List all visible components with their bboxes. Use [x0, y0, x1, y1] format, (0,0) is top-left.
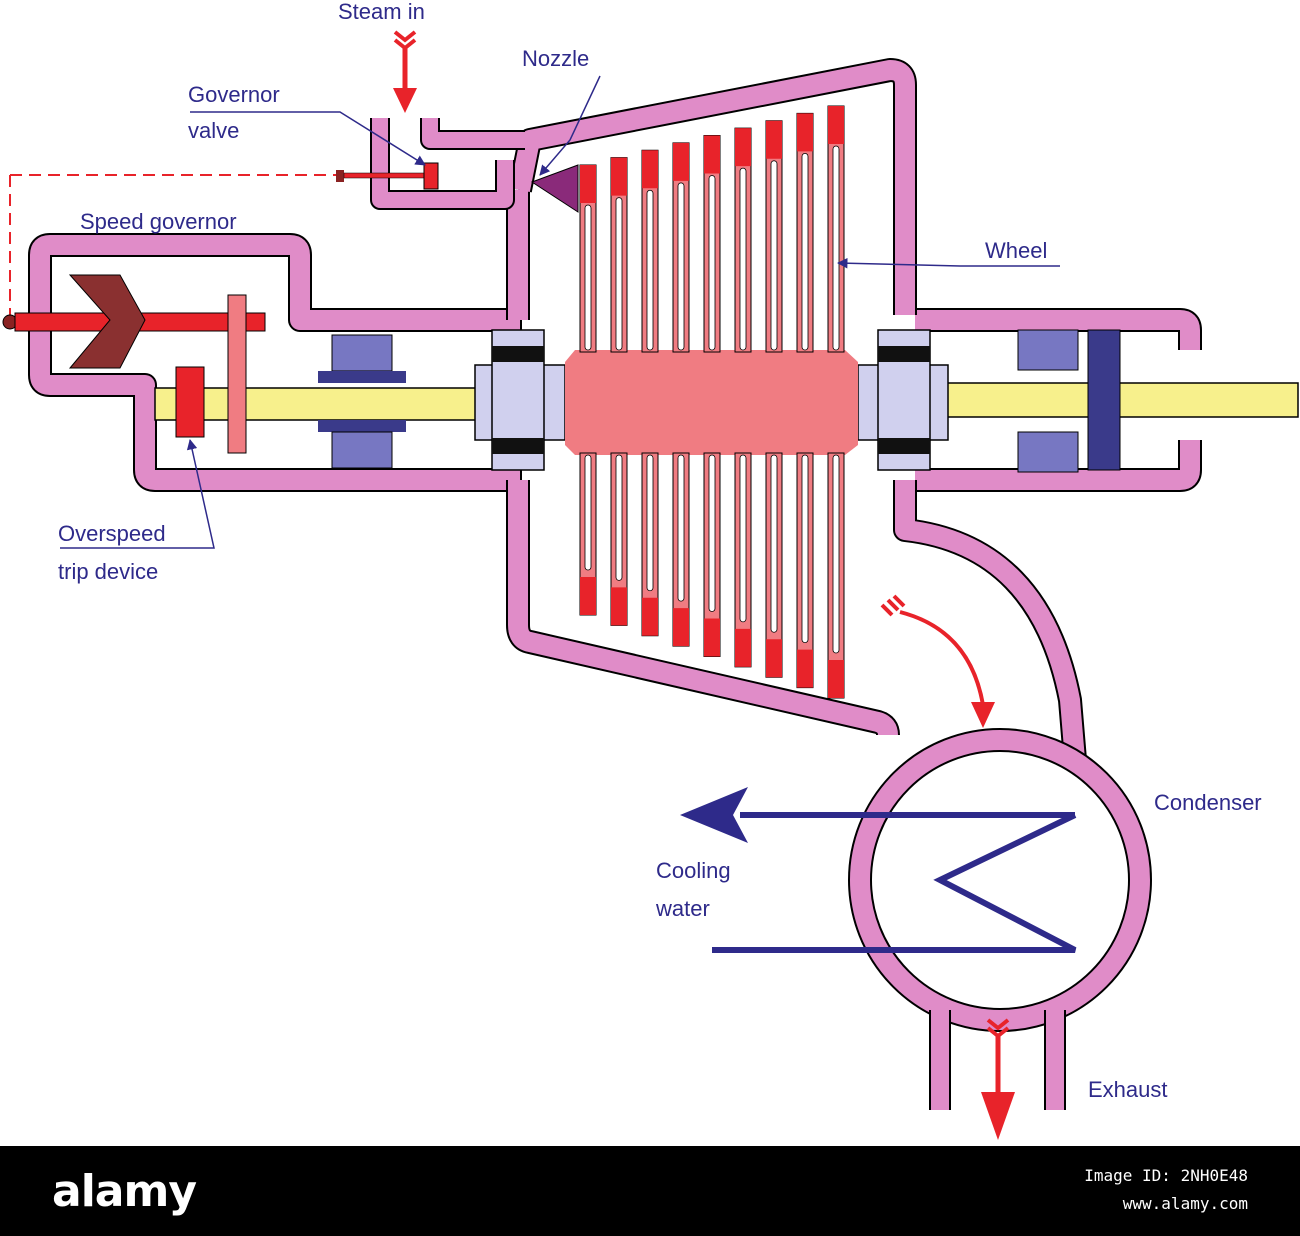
speed-governor: [2, 174, 340, 454]
blade-slot: [677, 454, 685, 602]
blade-tip-lower: [704, 618, 720, 657]
exhaust-label: Exhaust: [1088, 1077, 1168, 1102]
cooling-coil: [680, 787, 1077, 953]
blade-slot: [646, 189, 654, 351]
governor-valve: [336, 162, 439, 190]
blade-tip-upper: [704, 135, 720, 174]
blade-slot: [801, 152, 809, 351]
blade-slot: [646, 454, 654, 592]
steam-in-label: Steam in: [338, 0, 425, 24]
nozzle-shape: [530, 164, 579, 213]
blade-tip-lower: [580, 577, 596, 615]
cooling-water-arrow: [680, 787, 748, 843]
blade-slot: [832, 145, 840, 351]
rotor-wheel: [565, 105, 858, 699]
governor-valve-label-1: Governor: [188, 82, 280, 107]
governor-valve-label-2: valve: [188, 118, 239, 143]
blade-tip-lower: [766, 639, 782, 678]
blade-slot: [739, 167, 747, 351]
cooling-water-label-2: water: [655, 896, 710, 921]
blade-tip-lower: [828, 660, 844, 698]
leader-lines: [60, 75, 1060, 549]
exhaust-arrow: [981, 1018, 1015, 1140]
blade-tip-upper: [673, 142, 689, 181]
cooling-water-label-1: Cooling: [656, 858, 731, 883]
blade-slot: [739, 454, 747, 623]
alamy-logo: alamy: [52, 1166, 197, 1217]
condenser-label: Condenser: [1154, 790, 1262, 815]
blade-tip-upper: [580, 165, 596, 203]
blade-tip-lower: [797, 649, 813, 688]
blade-slot: [801, 454, 809, 644]
blade-tip-upper: [642, 150, 658, 189]
blade-slot: [708, 454, 716, 612]
nozzle-label: Nozzle: [522, 46, 589, 71]
steam-flow-arrow: [880, 594, 995, 728]
blade-slot: [677, 182, 685, 351]
blade-tip-upper: [797, 113, 813, 152]
blade-tip-lower: [611, 587, 627, 626]
steam-in-arrow: [393, 30, 417, 113]
blade-tip-upper: [735, 128, 751, 167]
blade-rows: [579, 105, 845, 699]
blade-tip-upper: [766, 120, 782, 159]
blade-tip-upper: [828, 106, 844, 144]
blade-slot: [708, 175, 716, 351]
overspeed-trip-label-2: trip device: [58, 559, 158, 584]
blade-slot: [615, 454, 623, 581]
blade-tip-upper: [611, 157, 627, 196]
overspeed-trip-label-1: Overspeed: [58, 521, 166, 546]
footer-url: www.alamy.com: [1122, 1194, 1248, 1213]
blade-tip-lower: [735, 628, 751, 667]
blade-slot: [770, 454, 778, 633]
blade-slot: [832, 454, 840, 654]
speed-governor-label: Speed governor: [80, 209, 237, 234]
blade-slot: [584, 454, 592, 571]
blade-tip-lower: [673, 608, 689, 647]
bearings: [318, 329, 1121, 473]
blade-tip-lower: [642, 597, 658, 636]
wheel-label: Wheel: [985, 238, 1047, 263]
image-id: Image ID: 2NH0E48: [1084, 1166, 1248, 1185]
watermark-footer: alamy Image ID: 2NH0E48 www.alamy.com: [0, 1146, 1300, 1236]
steam-turbine-diagram: Steam in Nozzle Governor valve Speed gov…: [2, 0, 1299, 1140]
blade-slot: [615, 197, 623, 351]
blade-slot: [584, 204, 592, 351]
blade-slot: [770, 160, 778, 351]
turbine-casing: [28, 58, 1202, 1110]
